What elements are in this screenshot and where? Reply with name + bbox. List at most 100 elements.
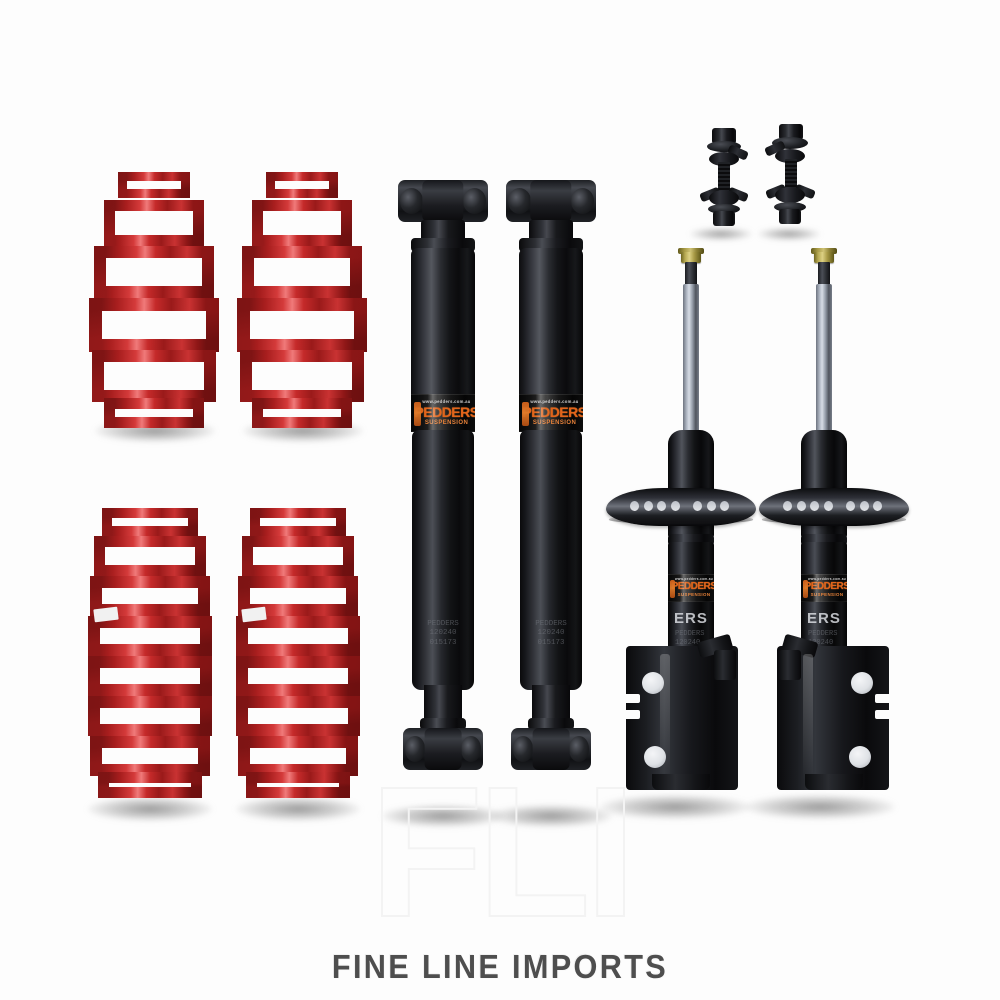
spring-coil xyxy=(242,246,362,298)
spring-coil xyxy=(90,736,210,776)
bushing-sleeve xyxy=(462,187,487,215)
strut-top-nut xyxy=(814,252,834,263)
seat-rim xyxy=(609,515,753,524)
pedders-wordmark: PEDDERS xyxy=(414,404,475,421)
shock-bottom-bushing-eye xyxy=(403,728,483,770)
pedders-wordmark: PEDDERS xyxy=(671,581,714,593)
eccentric-cam-washer xyxy=(709,190,739,206)
shock-bottom-collar xyxy=(528,718,574,730)
strut-nut-flange xyxy=(811,248,837,254)
shadow-rear-spring-2 xyxy=(236,797,360,821)
strut-rod-tip xyxy=(685,262,697,286)
pedders-label: www.pedders.com.au PEDDERS SUSPENSION xyxy=(411,394,475,432)
bracket-highlight xyxy=(803,654,813,780)
bushing-sleeve xyxy=(507,187,532,215)
shadow-rear-shock-2 xyxy=(490,805,612,827)
bracket-foot xyxy=(652,774,710,790)
strut-piston-rod xyxy=(816,284,832,434)
spring-coil xyxy=(104,200,204,246)
camber-adjustment-bolt-1 xyxy=(698,128,750,228)
seat-perforation xyxy=(630,500,639,511)
spring-coil xyxy=(250,508,346,536)
bolt-washer xyxy=(707,141,741,152)
spring-coil xyxy=(266,172,338,198)
pedders-mascot-icon xyxy=(413,402,421,426)
pedders-tagline: SUSPENSION xyxy=(677,592,711,598)
seat-perforation xyxy=(670,500,680,511)
shock-top-neck xyxy=(529,220,573,242)
pedders-label: www.pedders.com.au PEDDERS SUSPENSION xyxy=(519,394,583,432)
shock-bottom-collar xyxy=(420,718,466,730)
shadow-camber-bolt-2 xyxy=(758,228,820,240)
spring-coil xyxy=(92,350,216,402)
bushing-sleeve xyxy=(399,187,424,215)
seat-perforation xyxy=(693,500,702,511)
spring-coil xyxy=(118,172,190,198)
shock-top-bushing-eye xyxy=(506,180,596,222)
bracket-arm xyxy=(779,650,801,680)
rear-shock-absorber-1: www.pedders.com.au PEDDERS SUSPENSION PE… xyxy=(390,180,496,805)
bracket-bolt-hole xyxy=(642,672,664,694)
shock-lower-body xyxy=(520,430,582,690)
spring-coil xyxy=(240,350,364,402)
bracket-highlight xyxy=(660,654,670,780)
shock-bottom-bushing-eye xyxy=(511,728,591,770)
spring-seat-plate xyxy=(606,488,756,526)
seat-perforation xyxy=(859,500,869,511)
seat-perforation xyxy=(810,500,819,511)
pedders-label: www.pedders.com.au PEDDERS SUSPENSION xyxy=(668,574,714,602)
spring-coil xyxy=(236,696,360,736)
spring-coil xyxy=(252,200,352,246)
spring-coil xyxy=(89,298,219,352)
shock-bottom-neck xyxy=(424,685,462,723)
pedders-url: www.pedders.com.au xyxy=(807,577,847,582)
seat-perforation xyxy=(706,500,716,511)
bushing-core xyxy=(422,180,464,222)
bushing-sleeve xyxy=(512,735,534,763)
seat-rim xyxy=(762,515,906,524)
pedders-mascot-icon xyxy=(802,580,808,598)
bushing-sleeve xyxy=(568,735,590,763)
bushing-sleeve xyxy=(570,187,595,215)
shadow-camber-bolt-1 xyxy=(690,228,752,240)
strut-side-text: ERS xyxy=(807,610,841,627)
bracket-bolt-hole xyxy=(644,746,666,768)
bracket-slot xyxy=(875,710,891,719)
spring-coil xyxy=(102,508,198,536)
front-strut-assembly-1: www.pedders.com.au PEDDERS SUSPENSION ER… xyxy=(600,248,760,796)
spring-coil xyxy=(238,736,358,776)
spring-seat-plate xyxy=(759,488,909,526)
bolt-washer xyxy=(774,202,806,212)
pedders-wordmark: PEDDERS xyxy=(804,581,847,593)
pedders-tagline: SUSPENSION xyxy=(810,592,844,598)
spring-coil xyxy=(236,656,360,696)
pedders-wordmark: PEDDERS xyxy=(522,404,583,421)
rear-coil-spring-2 xyxy=(234,508,364,798)
shadow-front-strut-1 xyxy=(600,795,750,819)
spring-coil xyxy=(104,398,204,428)
watermark-caption: FINE LINE IMPORTS xyxy=(331,948,669,985)
bolt-hex-head xyxy=(779,209,801,224)
shock-body xyxy=(519,248,583,418)
eccentric-cam-washer xyxy=(775,149,805,163)
front-coil-spring-1 xyxy=(88,172,220,428)
bracket-bolt-hole xyxy=(849,746,871,768)
strut-top-nut xyxy=(681,252,701,263)
shadow-rear-spring-1 xyxy=(88,797,212,821)
bracket-slot xyxy=(624,694,640,703)
shock-part-number: PEDDERS 120240 015173 xyxy=(427,620,459,647)
bracket-foot xyxy=(805,774,863,790)
seat-perforation xyxy=(643,500,653,511)
bolt-washer xyxy=(708,204,740,214)
spring-coil xyxy=(237,298,367,352)
shadow-front-strut-2 xyxy=(745,795,895,819)
spring-coil xyxy=(246,772,350,798)
spring-coil xyxy=(242,536,354,576)
eccentric-cam-washer xyxy=(775,187,805,203)
bracket-arm xyxy=(714,650,736,680)
strut-side-text: ERS xyxy=(674,610,708,627)
rear-shock-absorber-2: www.pedders.com.au PEDDERS SUSPENSION PE… xyxy=(498,180,604,805)
seat-perforation xyxy=(823,500,833,511)
shock-top-neck xyxy=(421,220,465,242)
